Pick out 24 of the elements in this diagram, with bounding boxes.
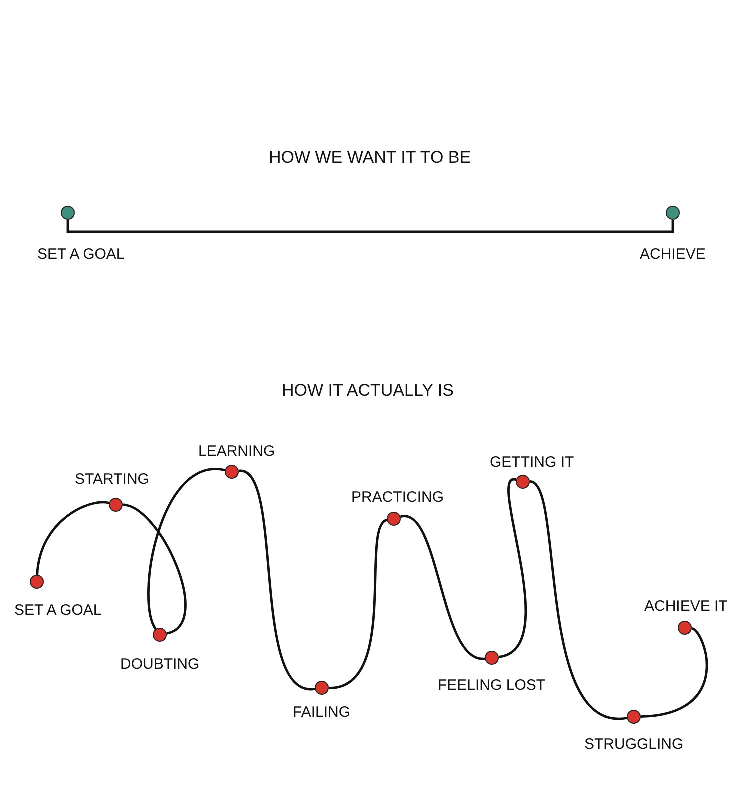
curved-line <box>238 470 316 690</box>
heading-text: HOW IT ACTUALLY IS <box>282 381 454 401</box>
stage-label: LEARNING <box>198 443 276 461</box>
curved-line <box>66 220 674 234</box>
heading-text: HOW WE WANT IT TO BE <box>268 148 472 168</box>
curved-line <box>148 468 226 630</box>
stage-label: ACHIEVE <box>640 246 706 264</box>
curved-line <box>400 516 486 660</box>
stage-label: SET A GOAL <box>38 246 125 264</box>
stage-label: SET A GOAL <box>14 602 102 620</box>
stage-label: ACHIEVE IT <box>644 598 728 616</box>
stage-label: FEELING LOST <box>438 677 546 695</box>
stage-label: FAILING <box>293 704 351 722</box>
stage-label: GETTING IT <box>490 454 574 472</box>
stage-label: PRACTICING <box>352 489 444 507</box>
curved-line <box>122 504 187 635</box>
curved-line <box>640 628 708 718</box>
stage-label: STRUGGLING <box>584 736 684 754</box>
stage-label: DOUBTING <box>120 656 200 674</box>
curved-line <box>529 480 628 720</box>
curved-line <box>498 478 528 658</box>
curved-line <box>36 501 110 576</box>
stage-label: STARTING <box>75 471 150 489</box>
curved-line <box>328 519 388 690</box>
